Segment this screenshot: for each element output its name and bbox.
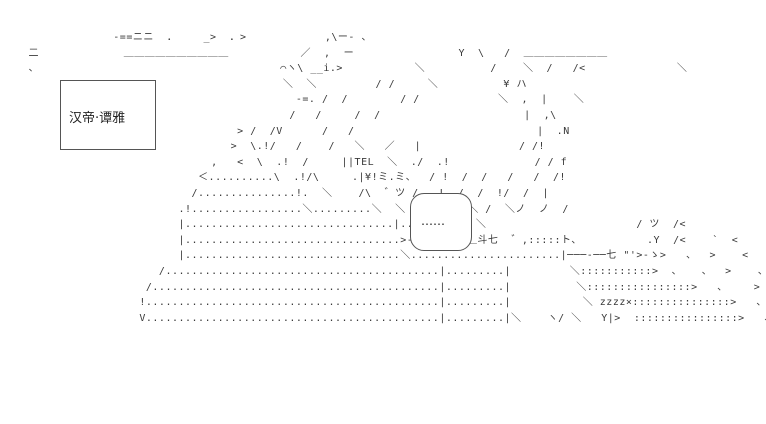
ascii-art-illustration: -==ニニ ． _> ．> ,\ー- 、 二 ＿＿＿＿＿＿＿＿＿＿ ／ , ー … bbox=[28, 32, 766, 324]
speech-bubble: …… bbox=[410, 193, 472, 251]
name-caption-label: 汉帝·谭雅 bbox=[69, 111, 126, 126]
name-caption-box: 汉帝·谭雅 bbox=[60, 80, 156, 150]
speech-bubble-text: …… bbox=[421, 214, 445, 228]
